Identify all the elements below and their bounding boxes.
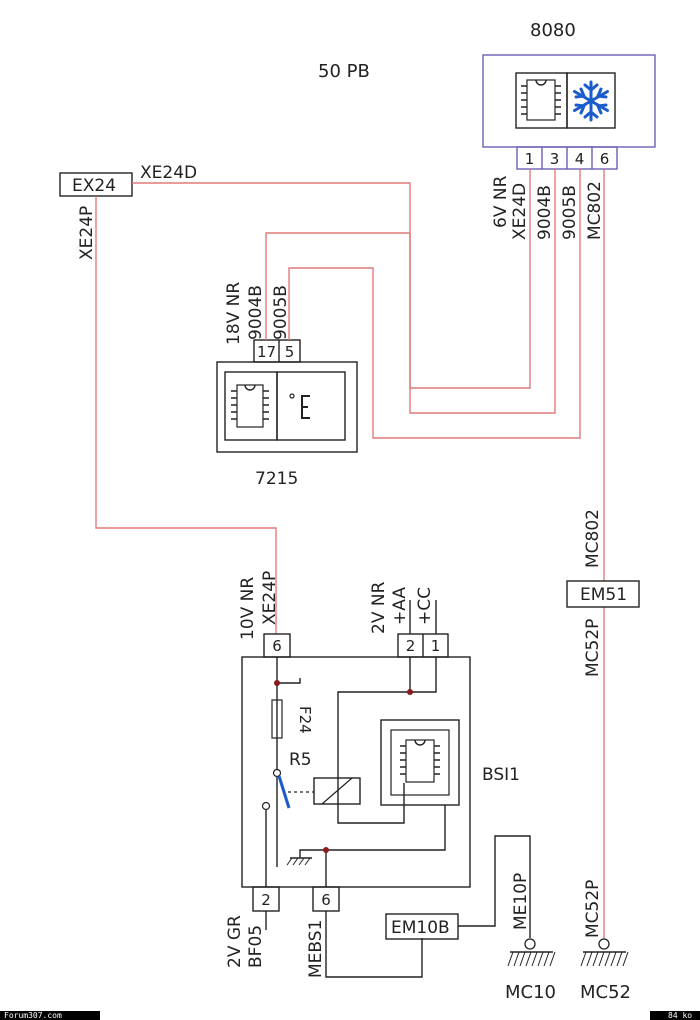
pin-bsi-6-bottom: 6	[321, 891, 331, 909]
wire-label-xe24d-8080: XE24D	[510, 183, 530, 240]
label-bsi-bottom-voltage: 2V GR	[225, 915, 245, 968]
relay-label: R5	[289, 750, 312, 770]
wire-label-mc802-8080: MC802	[585, 181, 605, 240]
wire-label-bf05: BF05	[246, 925, 266, 968]
wire-label-mebs1: MEBS1	[306, 920, 326, 978]
bsi-box	[241, 656, 471, 888]
module-7215-display-frame	[276, 371, 346, 441]
wire-label-xe24d-top: XE24D	[140, 163, 197, 183]
temperature-display-icon	[289, 393, 310, 419]
wire-label-mc52p-ground: MC52P	[583, 880, 603, 938]
bsi-pins-top-right: 2 1	[397, 633, 449, 658]
snowflake-icon	[573, 80, 609, 122]
footer-size: 84 ko	[668, 1011, 692, 1020]
pin-7215-5: 5	[285, 343, 295, 361]
bsi-internal-wiring	[261, 657, 460, 887]
wire-label-me10p: ME10P	[511, 873, 531, 930]
module-8080-code: 8080	[530, 20, 576, 41]
wire-label-aa: +AA	[390, 587, 410, 625]
wire-label-cc: +CC	[415, 587, 435, 625]
module-8080-box	[482, 54, 656, 148]
module-7215-ecu-frame	[224, 371, 278, 441]
bsi-pins-bottom: 2 6	[252, 886, 340, 912]
module-7215-box	[216, 361, 358, 453]
pin-bsi-2-top: 2	[406, 637, 416, 655]
module-8080-ac-frame	[566, 72, 616, 129]
chip-icon	[400, 739, 440, 783]
ground-mc52-label: MC52	[580, 982, 631, 1003]
pin-8080-4: 4	[575, 150, 585, 168]
wires-red	[95, 169, 605, 940]
label-8080-voltage: 6V NR	[491, 175, 511, 228]
wire-label-9004b-8080: 9004B	[535, 185, 555, 240]
ground-icon	[286, 857, 312, 866]
module-8080-pins: 1 3 4 6	[516, 146, 618, 170]
label-bsi-right-voltage: 2V NR	[369, 581, 389, 634]
fuse-label: F24	[296, 706, 314, 734]
wire-label-mc52p-em51: MC52P	[583, 619, 603, 677]
connector-em51-label: EM51	[580, 585, 627, 605]
pin-bsi-2-bottom: 2	[261, 891, 271, 909]
connector-em10b-label: EM10B	[391, 918, 450, 938]
pin-8080-6: 6	[600, 150, 610, 168]
footer-site: Forum307.com	[4, 1011, 62, 1020]
wire-label-xe24p-ex24: XE24P	[77, 206, 97, 260]
connector-em51	[566, 580, 640, 608]
ground-mc10-label: MC10	[505, 982, 556, 1003]
label-7215-voltage: 18V NR	[224, 282, 244, 345]
pin-bsi-6-top: 6	[272, 637, 282, 655]
pin-8080-1: 1	[525, 150, 535, 168]
footer-right-bar	[650, 1011, 700, 1020]
connector-ex24-label: EX24	[72, 176, 116, 196]
fuse-symbol	[271, 699, 283, 739]
diagram-title: 50 PB	[318, 61, 370, 82]
pin-8080-3: 3	[550, 150, 560, 168]
pin-bsi-1-top: 1	[431, 637, 441, 655]
module-7215-code: 7215	[255, 469, 298, 489]
chip-icon	[521, 79, 561, 121]
chip-icon	[231, 384, 269, 428]
ground-mc10-icon	[507, 938, 556, 967]
ground-mc52-icon	[580, 938, 629, 967]
footer-left-bar	[0, 1011, 100, 1020]
module-7215-pins: 17 5	[253, 339, 301, 363]
wire-label-9005b-7215: 9005B	[271, 285, 291, 340]
wire-label-9004b-7215: 9004B	[246, 285, 266, 340]
pin-7215-17: 17	[257, 343, 276, 361]
bsi-code: BSI1	[482, 765, 520, 785]
relay-coil	[313, 777, 361, 805]
wire-label-mc802-em51: MC802	[583, 509, 603, 568]
wire-label-9005b-8080: 9005B	[560, 185, 580, 240]
relay-contact	[277, 775, 291, 809]
label-bsi-left-voltage: 10V NR	[238, 577, 258, 640]
wire-label-xe24p-bsi: XE24P	[260, 571, 280, 625]
